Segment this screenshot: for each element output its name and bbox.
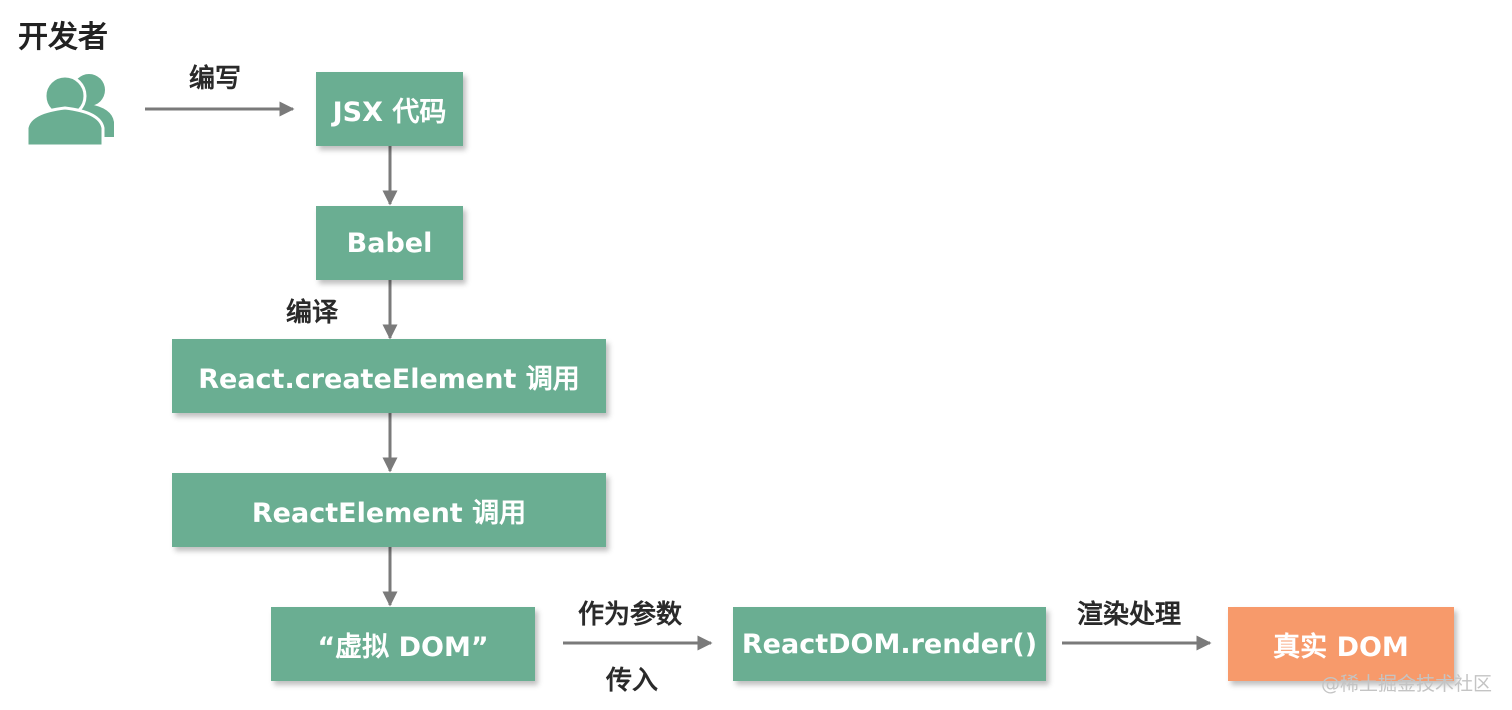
developer-title: 开发者 (18, 20, 108, 55)
node-react-element: ReactElement 调用 (172, 473, 606, 547)
node-create-element: React.createElement 调用 (172, 339, 606, 413)
users-icon (25, 74, 114, 148)
label-render-process: 渲染处理 (1077, 600, 1182, 630)
node-babel: Babel (316, 206, 463, 280)
node-jsx-code: JSX 代码 (316, 72, 463, 146)
node-reactdom-render: ReactDOM.render() (733, 607, 1046, 681)
label-write: 编写 (189, 64, 242, 94)
label-as-param: 作为参数 (578, 600, 683, 630)
label-compile: 编译 (286, 298, 339, 328)
node-virtual-dom: “虚拟 DOM” (271, 607, 535, 681)
label-pass-in: 传入 (606, 666, 659, 696)
node-real-dom: 真实 DOM (1228, 607, 1454, 681)
watermark: @稀土掘金技术社区 (1320, 673, 1492, 695)
